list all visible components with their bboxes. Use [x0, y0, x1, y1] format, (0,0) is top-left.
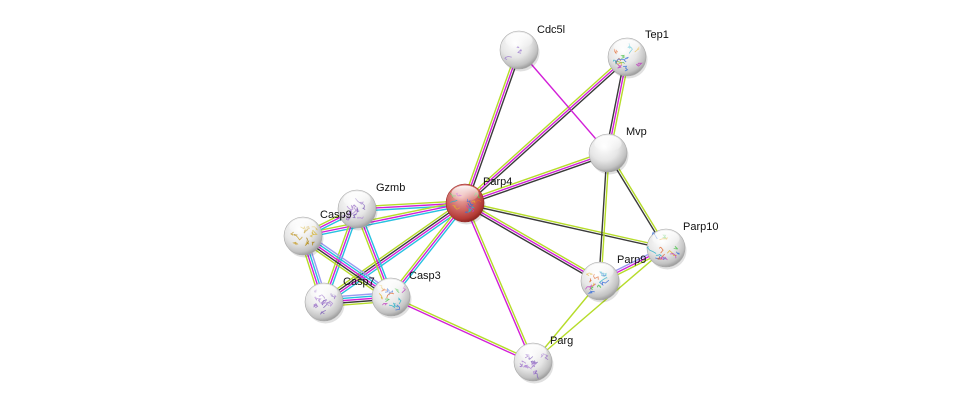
node-highlight: [289, 218, 317, 235]
node-parp10[interactable]: Parp10: [646, 221, 718, 270]
edge-evidence-cyan: [303, 204, 466, 239]
node-highlight: [310, 284, 338, 301]
edge-evidence-magenta: [463, 203, 533, 363]
edge-mvp-parp9[interactable]: [598, 152, 610, 282]
node-label-parp4: Parp4: [483, 176, 512, 188]
node-casp3[interactable]: Casp3: [371, 270, 441, 319]
edge-evidence-black: [466, 50, 522, 204]
node-label-parg: Parg: [550, 335, 573, 347]
node-casp9[interactable]: Casp9: [283, 209, 352, 258]
node-parp4[interactable]: Parp4: [445, 176, 512, 225]
edge-evidence-yellow: [391, 295, 534, 362]
node-highlight: [343, 191, 371, 208]
protein-structure-icon: [290, 225, 318, 246]
node-label-tep1: Tep1: [645, 29, 669, 41]
edge-evidence-yellow: [462, 49, 518, 203]
edge-evidence-black: [466, 58, 629, 206]
edge-evidence-yellow: [321, 199, 464, 300]
edge-evidence-yellow: [388, 201, 464, 297]
edge-evidence-magenta: [464, 49, 520, 204]
edge-parp4-casp9[interactable]: [302, 200, 466, 239]
edge-evidence-cyan: [392, 203, 468, 299]
edge-evidence-yellow: [464, 150, 608, 202]
node-parp9[interactable]: Parp9: [580, 254, 646, 303]
node-tep1[interactable]: Tep1: [607, 29, 669, 79]
edge-evidence-yellow: [302, 200, 465, 235]
edge-evidence-magenta: [302, 202, 466, 237]
edge-evidence-black: [464, 203, 666, 250]
node-label-mvp: Mvp: [626, 126, 647, 138]
node-highlight: [613, 39, 641, 56]
node-highlight: [594, 135, 622, 152]
edge-cdc5l-mvp[interactable]: [518, 49, 609, 154]
node-parg[interactable]: Parg: [513, 335, 573, 384]
edge-evidence-yellow: [463, 54, 626, 202]
edge-parp4-casp7[interactable]: [321, 199, 468, 306]
node-label-parp10: Parp10: [683, 221, 718, 233]
node-label-casp7: Casp7: [343, 276, 375, 288]
node-highlight: [519, 344, 547, 361]
edge-parp4-tep1[interactable]: [463, 54, 629, 206]
edge-evidence-magenta: [464, 152, 609, 204]
edge-evidence-magenta: [324, 203, 467, 304]
edge-evidence-magenta: [464, 202, 601, 282]
edge-evidence-yellow: [600, 153, 610, 282]
node-label-casp3: Casp3: [409, 270, 441, 282]
edge-casp3-parg[interactable]: [390, 295, 534, 364]
edge-parp10-parg[interactable]: [532, 247, 667, 363]
edge-parp4-casp3[interactable]: [388, 201, 468, 299]
node-mvp[interactable]: Mvp: [588, 126, 647, 175]
edge-evidence-magenta: [518, 49, 609, 154]
node-highlight: [505, 32, 533, 49]
edge-parp4-parp9[interactable]: [463, 200, 602, 284]
node-cdc5l[interactable]: Cdc5l: [499, 24, 565, 72]
edge-evidence-yellow: [465, 201, 667, 248]
edge-evidence-black: [465, 154, 609, 206]
edge-evidence-black: [322, 201, 465, 302]
edge-evidence-black: [463, 204, 600, 284]
edge-evidence-yellow: [465, 200, 602, 280]
edge-evidence-yellow: [532, 247, 667, 363]
edge-evidence-magenta: [390, 297, 533, 364]
edge-evidence-magenta: [390, 202, 466, 298]
edge-parp4-cdc5l[interactable]: [462, 49, 522, 204]
node-highlight: [451, 185, 479, 202]
node-highlight: [377, 279, 405, 296]
edge-evidence-cyan: [325, 205, 468, 306]
node-gzmb[interactable]: Gzmb: [337, 182, 405, 231]
node-label-cdc5l: Cdc5l: [537, 24, 565, 36]
edge-evidence-yellow: [465, 202, 535, 362]
edge-evidence-black: [598, 152, 608, 281]
edge-parp4-parg[interactable]: [463, 202, 535, 363]
node-label-casp9: Casp9: [320, 209, 352, 221]
node-label-gzmb: Gzmb: [376, 182, 405, 194]
edge-parp4-mvp[interactable]: [464, 150, 609, 206]
node-highlight: [652, 230, 680, 247]
node-casp7[interactable]: Casp7: [304, 276, 375, 324]
node-label-parp9: Parp9: [617, 254, 646, 266]
edge-parp4-parp10[interactable]: [464, 201, 667, 250]
node-highlight: [586, 263, 614, 280]
edge-evidence-magenta: [464, 56, 628, 204]
